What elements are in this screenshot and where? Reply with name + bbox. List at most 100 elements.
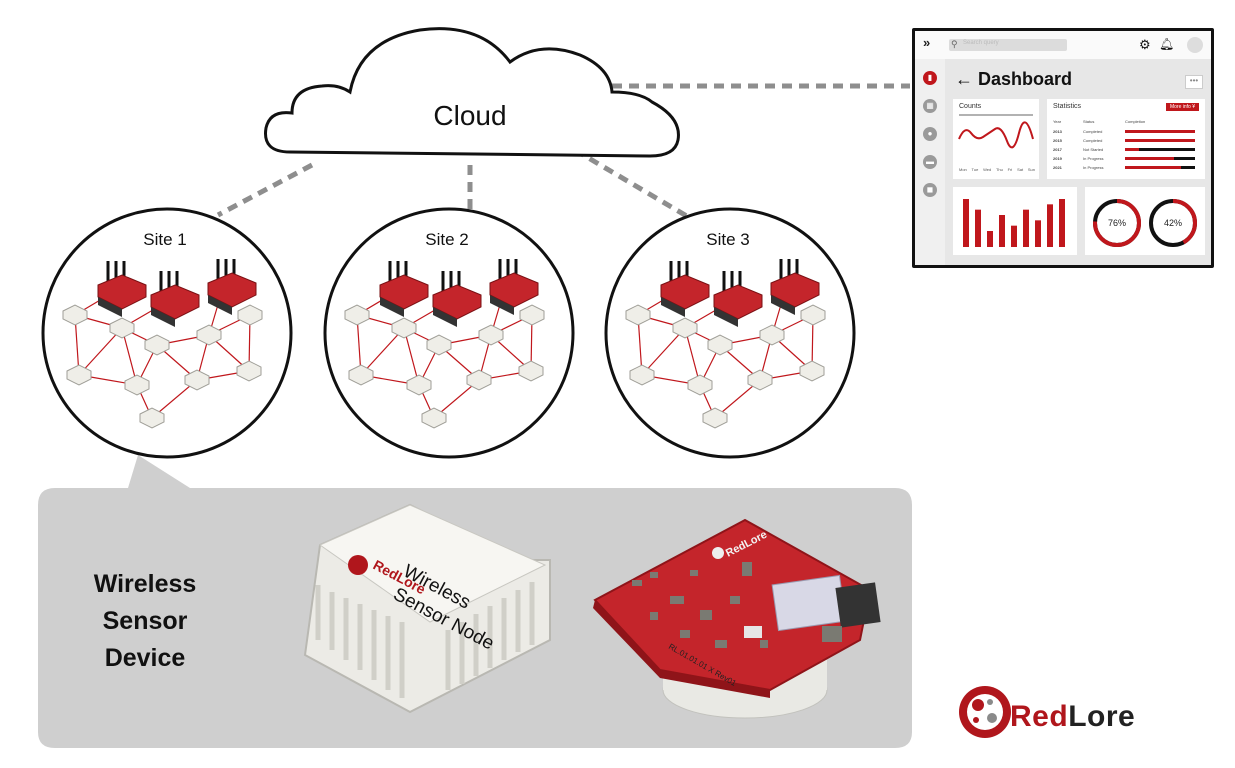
- year-cell: 2021: [1053, 165, 1062, 170]
- site-circles: [41, 207, 856, 459]
- table-row: 2019 In Progress: [1053, 156, 1199, 162]
- cloud-shape: [264, 27, 680, 158]
- mesh-link: [403, 327, 420, 386]
- mesh-link: [360, 327, 405, 376]
- bar-chart: [963, 199, 1065, 247]
- gear-icon[interactable]: ⚙: [1139, 37, 1151, 52]
- sensor-node-icon: [62, 304, 88, 326]
- stats-header-cell: Year: [1053, 119, 1062, 124]
- gateway-icon: [770, 259, 820, 315]
- brand-red: Red: [1010, 700, 1069, 733]
- day-label: Thu: [995, 167, 1003, 172]
- site-3-network: [625, 259, 826, 429]
- gateway-icon: [489, 259, 539, 315]
- sensor-node-icon: [421, 407, 447, 429]
- sensor-node-icon: [687, 374, 713, 396]
- more-options-button[interactable]: •••: [1185, 75, 1203, 89]
- search-input[interactable]: ⚲ Search query: [949, 39, 1067, 51]
- day-label: Sun: [1027, 167, 1035, 172]
- device-label-line1: Wireless: [93, 570, 197, 598]
- site-1-label: Site 1: [143, 230, 187, 249]
- more-info-button[interactable]: More info ¥: [1165, 103, 1199, 111]
- sensor-node-icon: [519, 304, 545, 326]
- double-chevron-icon[interactable]: »: [923, 35, 931, 50]
- statistics-title: Statistics: [1053, 103, 1082, 110]
- day-label: Wed: [983, 167, 992, 172]
- completion-fill: [1125, 148, 1139, 151]
- status-cell: Completed: [1083, 129, 1103, 134]
- sensor-node-device: RedLore Wireless Sensor Node: [303, 503, 551, 714]
- completion-bar: [1125, 157, 1195, 160]
- sensor-node-icon: [426, 334, 452, 356]
- sensor-node-icon: [391, 317, 417, 339]
- stats-header-cell: Status: [1083, 119, 1095, 124]
- dashboard-topbar: » ⚲ Search query ⚙ 🔔︎: [915, 31, 1211, 60]
- year-cell: 2015: [1053, 138, 1062, 143]
- gateway-icon: [660, 261, 710, 317]
- sensor-node-icon: [466, 369, 492, 391]
- gauge-2-arc: [1149, 199, 1197, 247]
- completion-bar: [1125, 166, 1195, 169]
- gauges: 76% 42%: [1093, 199, 1197, 247]
- sensor-node-icon: [478, 324, 504, 346]
- completion-fill: [1125, 157, 1174, 160]
- year-cell: 2017: [1053, 147, 1062, 152]
- gauge-1-arc: [1093, 199, 1141, 247]
- sensor-node-icon: [707, 334, 733, 356]
- sensor-node-icon: [348, 364, 374, 386]
- sensor-node-icon: [109, 317, 135, 339]
- site-2-network: [344, 259, 545, 429]
- completion-fill: [1125, 166, 1181, 169]
- sensor-node-icon: [406, 374, 432, 396]
- dashboard-sidebar: ▮ ▦ ● ▬ ◼: [915, 59, 945, 265]
- sensor-node-icon: [236, 360, 262, 382]
- gauge-2-label: 42%: [1164, 218, 1182, 228]
- gateway-icon: [713, 271, 763, 327]
- bar: [1023, 209, 1029, 247]
- gateway-icon: [432, 271, 482, 327]
- device-label-line2: Sensor: [102, 607, 188, 635]
- sensor-node-icon: [747, 369, 773, 391]
- dashboard-window: » ⚲ Search query ⚙ 🔔︎ ▮ ▦ ● ▬ ◼ ← Dashbo…: [912, 28, 1214, 268]
- bell-icon[interactable]: 🔔︎: [1159, 37, 1175, 51]
- sensor-node-icon: [196, 324, 222, 346]
- status-cell: Not Started: [1083, 147, 1104, 152]
- sensor-node-icon: [625, 304, 651, 326]
- stats-header-cell: Completion: [1125, 119, 1146, 124]
- completion-fill: [1125, 130, 1195, 133]
- table-row: 2021 In Progress: [1053, 165, 1199, 171]
- sidebar-grid-icon[interactable]: ▦: [923, 99, 937, 113]
- site-2-label: Site 2: [425, 230, 469, 249]
- sensor-node-icon: [518, 360, 544, 382]
- sensor-node-icon: [184, 369, 210, 391]
- device-label: Wireless Sensor Device: [60, 566, 230, 677]
- sensor-node-icon: [800, 304, 826, 326]
- bar: [963, 199, 969, 247]
- sidebar-chat-icon[interactable]: ◼: [923, 183, 937, 197]
- completion-bar: [1125, 130, 1195, 133]
- table-row: 2017 Not Started: [1053, 147, 1199, 153]
- mesh-link: [121, 327, 138, 386]
- pcb-logo-mark-icon: [712, 547, 724, 559]
- bar: [975, 209, 981, 247]
- sidebar-chart-icon[interactable]: ▮: [923, 71, 937, 85]
- arrow-left-icon[interactable]: ←: [955, 69, 973, 89]
- search-icon: ⚲: [951, 39, 958, 49]
- bar-chart-card: [953, 187, 1077, 255]
- counts-title: Counts: [959, 103, 982, 110]
- sidebar-folder-icon[interactable]: ▬: [923, 155, 937, 169]
- year-cell: 2019: [1053, 156, 1062, 161]
- gauge-1-label: 76%: [1108, 218, 1126, 228]
- sensor-node-icon: [66, 364, 92, 386]
- avatar[interactable]: [1187, 37, 1203, 53]
- dashboard-title: ← Dashboard: [955, 69, 1072, 90]
- status-cell: In Progress: [1083, 165, 1104, 170]
- status-cell: In Progress: [1083, 156, 1104, 161]
- sensor-node-icon: [344, 304, 370, 326]
- brand-wordmark: RedLore: [1010, 700, 1135, 734]
- sidebar-user-icon[interactable]: ●: [923, 127, 937, 141]
